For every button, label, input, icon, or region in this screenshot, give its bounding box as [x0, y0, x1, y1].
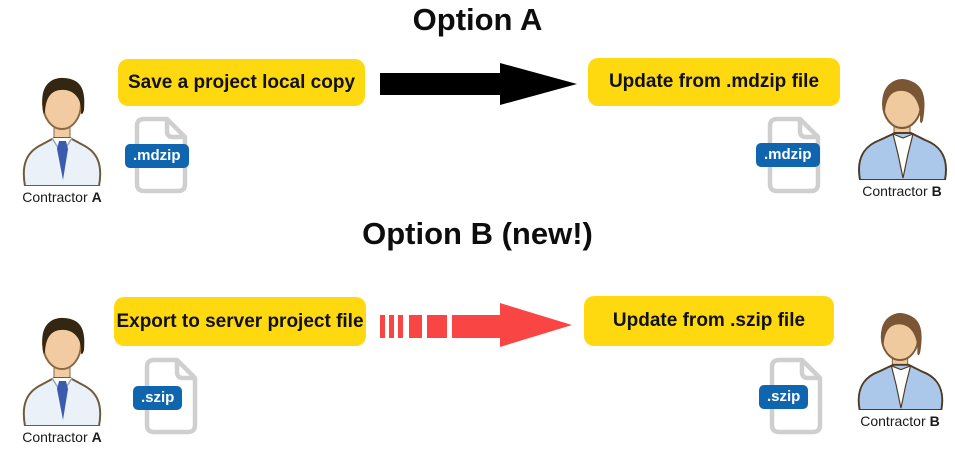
contractor-a-letter: A	[91, 429, 102, 445]
file-icon-szip-receiver: .szip	[759, 357, 826, 435]
contractor-a-name: Contractor	[22, 429, 88, 445]
file-icon-mdzip-receiver: .mdzip	[756, 116, 824, 194]
action-box-save-local: Save a project local copy	[118, 59, 365, 106]
person-b-icon	[857, 312, 944, 410]
contractor-b-letter: B	[931, 183, 942, 199]
contractor-a-letter: A	[91, 189, 102, 205]
person-a-icon	[22, 317, 102, 426]
result-box-update-szip: Update from .szip file	[584, 296, 834, 346]
file-icon-mdzip-sender: .mdzip	[125, 116, 191, 194]
contractor-a-name: Contractor	[22, 189, 88, 205]
person-b-icon	[858, 79, 947, 180]
red-dashed-arrow-icon	[380, 303, 572, 347]
file-extension-badge: .mdzip	[756, 143, 820, 167]
option-b-title: Option B (new!)	[362, 216, 593, 251]
black-arrow-icon	[380, 63, 577, 105]
contractor-b-letter: B	[929, 413, 940, 429]
action-box-export-server: Export to server project file	[114, 297, 366, 346]
file-extension-badge: .mdzip	[125, 144, 189, 168]
option-a-title: Option A	[412, 2, 543, 37]
contractor-b-name: Contractor	[860, 413, 926, 429]
file-extension-badge: .szip	[133, 386, 183, 410]
file-extension-badge: .szip	[759, 385, 809, 409]
contractor-b-name: Contractor	[862, 183, 928, 199]
file-icon-szip-sender: .szip	[133, 357, 201, 435]
person-a-icon	[22, 77, 102, 186]
result-box-update-mdzip: Update from .mdzip file	[588, 58, 840, 106]
